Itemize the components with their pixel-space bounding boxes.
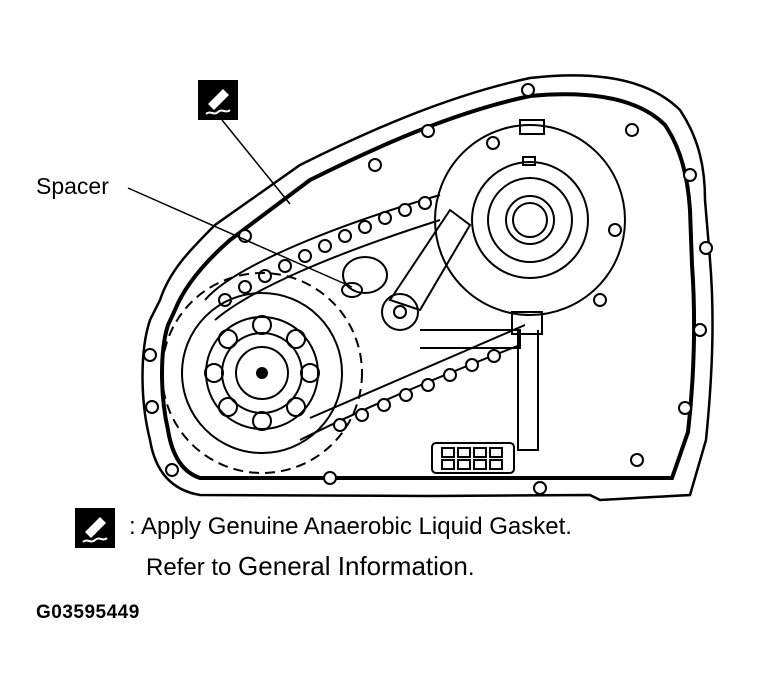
liquid-gasket-legend-icon xyxy=(75,508,115,548)
drive-chain xyxy=(204,194,526,441)
bolt-holes xyxy=(143,83,713,495)
gasket-line xyxy=(160,92,697,480)
reference-prefix: Refer to xyxy=(146,554,239,581)
spacer-part xyxy=(341,256,388,298)
gasket-leader xyxy=(221,119,291,205)
liquid-gasket-icon xyxy=(198,80,238,120)
legend-reference: Refer to General Information. xyxy=(146,551,475,582)
oil-pump-strainer xyxy=(431,311,543,474)
spacer-label: Spacer xyxy=(36,173,109,199)
figure-id: G03595449 xyxy=(36,602,140,623)
output-sprocket xyxy=(434,119,626,316)
shift-arm xyxy=(381,208,521,349)
reference-suffix: . xyxy=(467,554,475,581)
housing-outline xyxy=(141,74,714,502)
drive-sprocket xyxy=(161,272,363,474)
spacer-leader xyxy=(127,187,353,288)
legend-instruction: : Apply Genuine Anaerobic Liquid Gasket. xyxy=(129,513,572,540)
general-information-link[interactable]: General Information xyxy=(238,551,468,581)
